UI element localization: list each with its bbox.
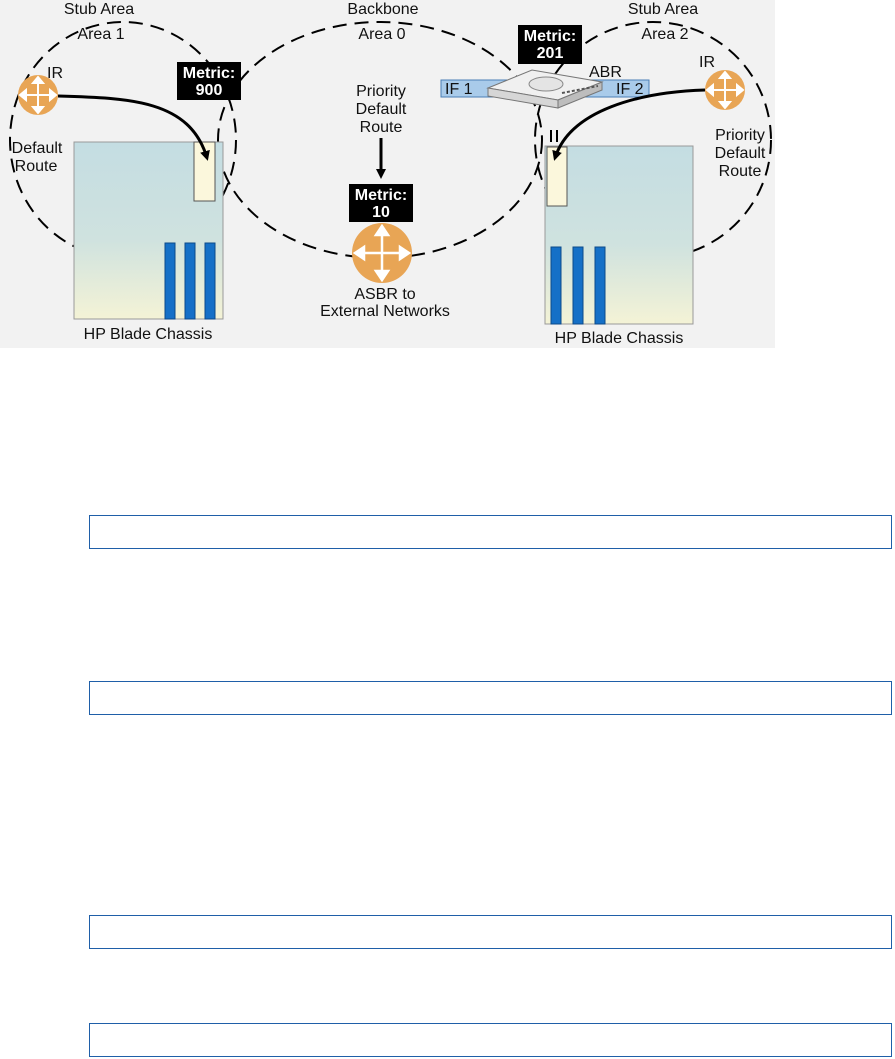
priority-route-arrow-right [552,88,706,161]
interface-label-if1: IF 1 [445,81,473,98]
ir-label-left: IR [47,65,63,82]
metric-label: Metric: [183,65,235,82]
abr-switch-icon [486,69,604,109]
priority-default-route-label-center: Route [360,119,403,136]
default-route-arrow-left [57,94,210,161]
asbr-label: ASBR to [354,286,415,303]
default-route-label-route: Route [15,158,58,175]
priority-default-route-label-right: Route [719,163,762,180]
area-label-backbone: Backbone [347,1,418,18]
interface-label-if2: IF 2 [616,81,644,98]
blade-chassis-right [544,145,694,325]
priority-default-route-label-center: Default [356,101,407,118]
command-box [89,515,892,549]
priority-default-route-label-center: Priority [356,83,406,100]
router-icon-asbr [352,223,412,283]
priority-default-route-label-right: Priority [715,127,765,144]
metric-value: 10 [372,204,390,221]
command-box [89,1023,892,1057]
ir-label-right: IR [699,54,715,71]
router-icon-ir-right [705,70,745,110]
metric-box-201: Metric: 201 [518,25,582,64]
ospf-default-route-diagram: Metric: 900 Metric: 201 Metric: 10 Stub … [0,0,775,348]
command-box [89,915,892,949]
metric-box-10: Metric: 10 [349,184,413,222]
chassis-label-left: HP Blade Chassis [84,326,213,343]
blade-chassis-left [73,141,224,320]
blade-server [204,242,216,320]
chassis-label-right: HP Blade Chassis [555,330,684,347]
abr-label: ABR [589,64,622,81]
blade-server [550,246,562,325]
asbr-label-networks: External Networks [320,303,450,320]
metric-label: Metric: [524,28,576,45]
default-route-label: Default [12,140,63,157]
metric-value: 201 [537,45,564,62]
blade-server [572,246,584,325]
blade-server [164,242,176,320]
area-label-stub-2: Stub Area [628,1,698,18]
blade-server [184,242,196,320]
metric-value: 900 [196,82,223,99]
priority-default-route-label-right: Default [715,145,766,162]
switch-module-right [546,146,568,207]
blade-server [594,246,606,325]
metric-box-900: Metric: 900 [177,62,241,100]
area-label-stub-1-number: Area 1 [77,26,124,43]
area-label-stub-2-number: Area 2 [641,26,688,43]
area-label-stub-1: Stub Area [64,1,134,18]
command-box [89,681,892,715]
router-icon-ir-left [18,75,58,115]
metric-label: Metric: [355,187,407,204]
area-label-backbone-number: Area 0 [358,26,405,43]
